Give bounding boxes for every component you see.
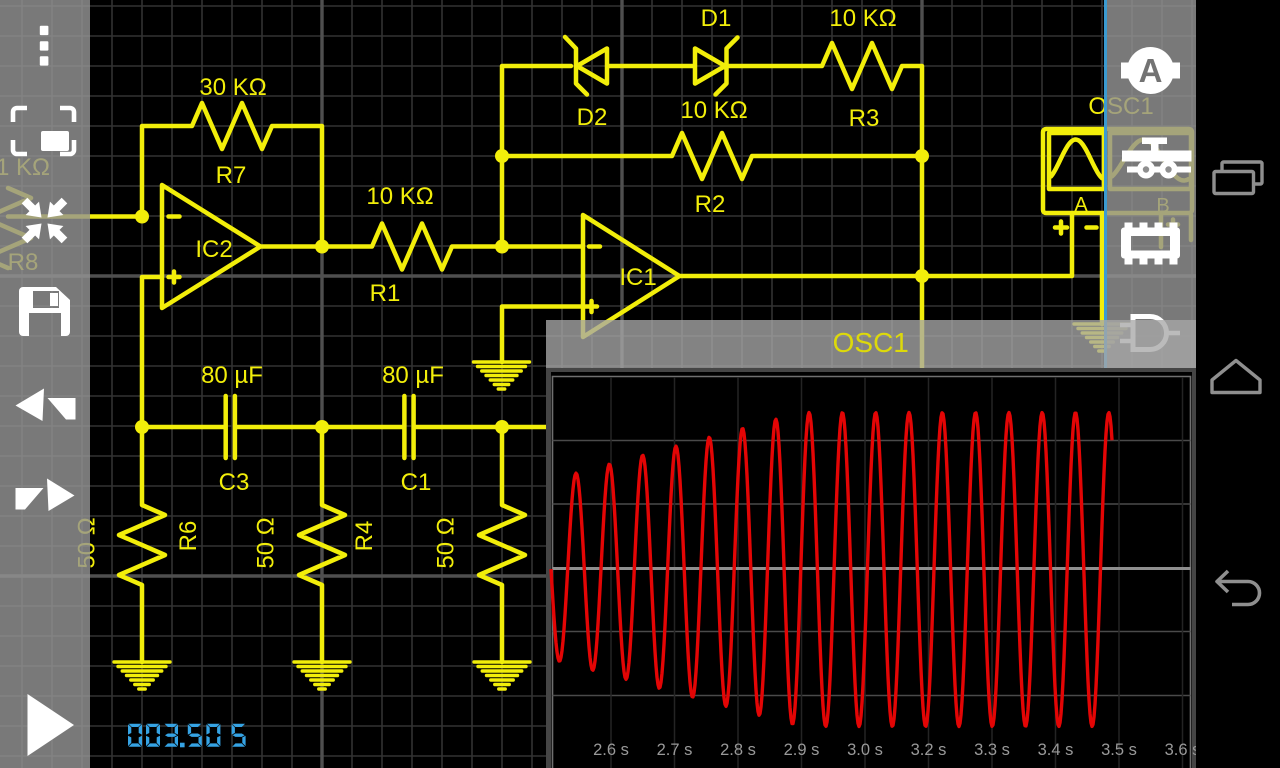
svg-text:3.2 s: 3.2 s bbox=[911, 741, 947, 759]
svg-text:R7: R7 bbox=[216, 162, 247, 189]
svg-text:R3: R3 bbox=[849, 105, 880, 132]
svg-text:C3: C3 bbox=[219, 469, 250, 496]
svg-text:A: A bbox=[1074, 194, 1088, 216]
svg-text:3.6 s: 3.6 s bbox=[1165, 741, 1196, 759]
svg-text:D2: D2 bbox=[577, 104, 608, 131]
svg-text:3.4 s: 3.4 s bbox=[1038, 741, 1074, 759]
svg-text:80 µF: 80 µF bbox=[382, 362, 444, 389]
svg-text:3.0 s: 3.0 s bbox=[847, 741, 883, 759]
svg-text:80 µF: 80 µF bbox=[201, 362, 263, 389]
svg-text:R6: R6 bbox=[175, 521, 202, 552]
svg-text:3.5 s: 3.5 s bbox=[1101, 741, 1137, 759]
svg-text:50 Ω: 50 Ω bbox=[253, 517, 280, 568]
svg-text:IC1: IC1 bbox=[619, 264, 656, 291]
svg-text:R1: R1 bbox=[370, 280, 401, 307]
svg-text:10 KΩ: 10 KΩ bbox=[680, 97, 747, 124]
svg-text:R2: R2 bbox=[695, 191, 726, 218]
svg-text:D1: D1 bbox=[701, 5, 732, 32]
svg-text:3.3 s: 3.3 s bbox=[974, 741, 1010, 759]
svg-text:10 KΩ: 10 KΩ bbox=[366, 183, 433, 210]
svg-text:C1: C1 bbox=[401, 469, 432, 496]
svg-text:R4: R4 bbox=[351, 521, 378, 552]
svg-text:2.8 s: 2.8 s bbox=[720, 741, 756, 759]
svg-text:2.9 s: 2.9 s bbox=[784, 741, 820, 759]
svg-text:30 KΩ: 30 KΩ bbox=[199, 74, 266, 101]
svg-text:2.6 s: 2.6 s bbox=[593, 741, 629, 759]
svg-text:2.7 s: 2.7 s bbox=[657, 741, 693, 759]
svg-text:50 Ω: 50 Ω bbox=[433, 517, 460, 568]
svg-text:IC2: IC2 bbox=[195, 236, 232, 263]
svg-text:10 KΩ: 10 KΩ bbox=[829, 5, 896, 32]
svg-text:A: A bbox=[1139, 52, 1163, 89]
